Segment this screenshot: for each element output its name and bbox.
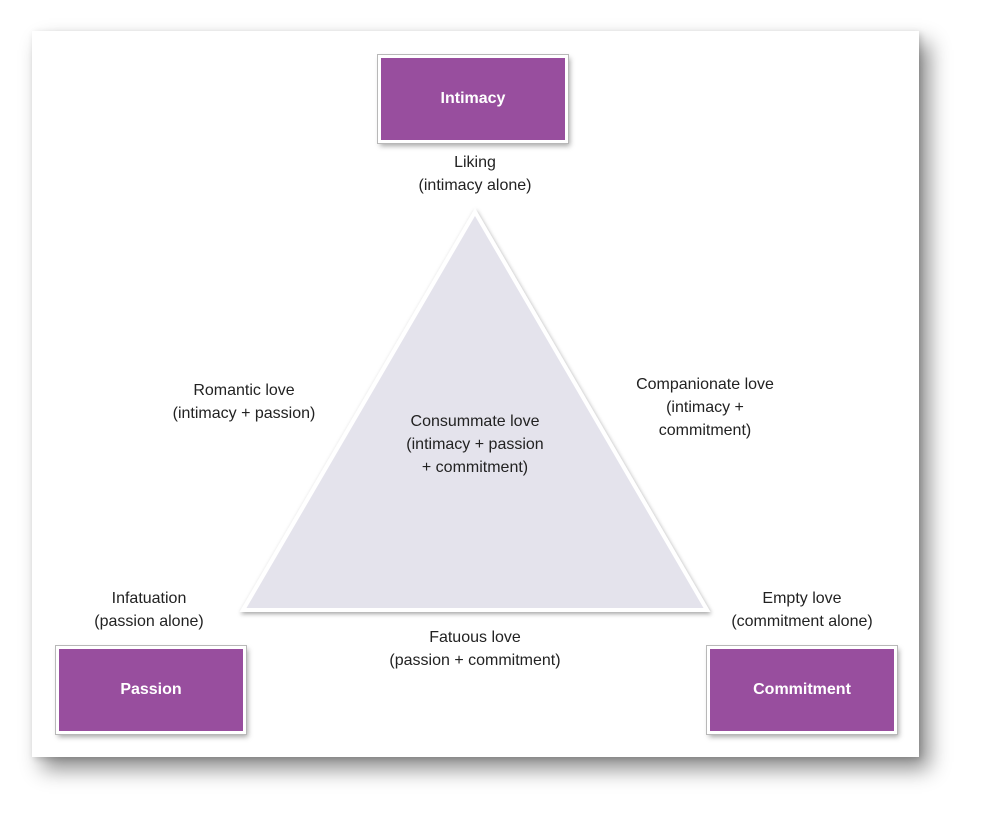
empty-love-label: Empty love (commitment alone) [731, 590, 873, 630]
passion-label: Passion [120, 681, 182, 698]
love-triangle [239, 208, 711, 612]
fatuous-love-label: Fatuous love (passion + commitment) [389, 629, 561, 669]
passion-box: Passion [55, 645, 247, 735]
romantic-love-label: Romantic love (intimacy + passion) [172, 382, 316, 422]
commitment-label: Commitment [753, 681, 851, 698]
companionate-love-label: Companionate love (intimacy + commitment… [636, 376, 774, 439]
liking-label: Liking (intimacy alone) [418, 154, 532, 194]
intimacy-label: Intimacy [440, 90, 506, 107]
commitment-box: Commitment [706, 645, 898, 735]
infatuation-label: Infatuation (passion alone) [94, 590, 204, 630]
intimacy-box: Intimacy [377, 54, 569, 144]
consummate-love-label: Consummate love (intimacy + passion + co… [406, 413, 544, 476]
